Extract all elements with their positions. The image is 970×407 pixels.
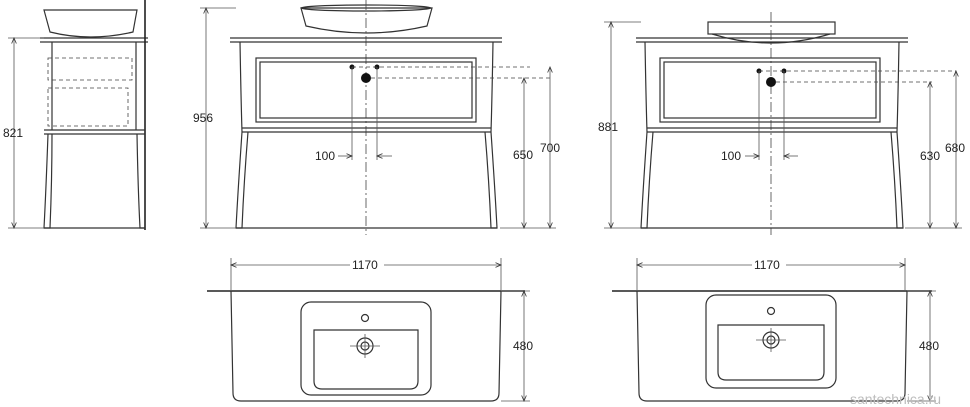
plan2-depth-label: 480	[919, 339, 939, 353]
plan2-width-label: 1170	[754, 258, 780, 272]
front2-offset-label: 100	[721, 149, 741, 163]
front2-top-label: 680	[945, 141, 965, 155]
front2-drain-label: 630	[920, 149, 940, 163]
plan1-depth-label: 480	[513, 339, 533, 353]
side-view: 821	[3, 0, 148, 230]
front1-drain-label: 650	[513, 148, 533, 162]
plan1-width-label: 1170	[352, 258, 378, 272]
plan-view-2: 1170 480	[612, 257, 939, 401]
front1-offset-label: 100	[315, 149, 335, 163]
front2-height-label: 881	[598, 120, 618, 134]
side-height-label: 821	[3, 126, 23, 140]
front1-height-label: 956	[193, 111, 213, 125]
front-view-1: 100 956 650 700	[193, 0, 560, 235]
watermark: santechnica.ru	[850, 391, 941, 407]
front1-top-label: 700	[540, 141, 560, 155]
front-view-2: 100 881 630 680	[598, 12, 965, 235]
plan-view-1: 1170 480	[207, 257, 533, 401]
